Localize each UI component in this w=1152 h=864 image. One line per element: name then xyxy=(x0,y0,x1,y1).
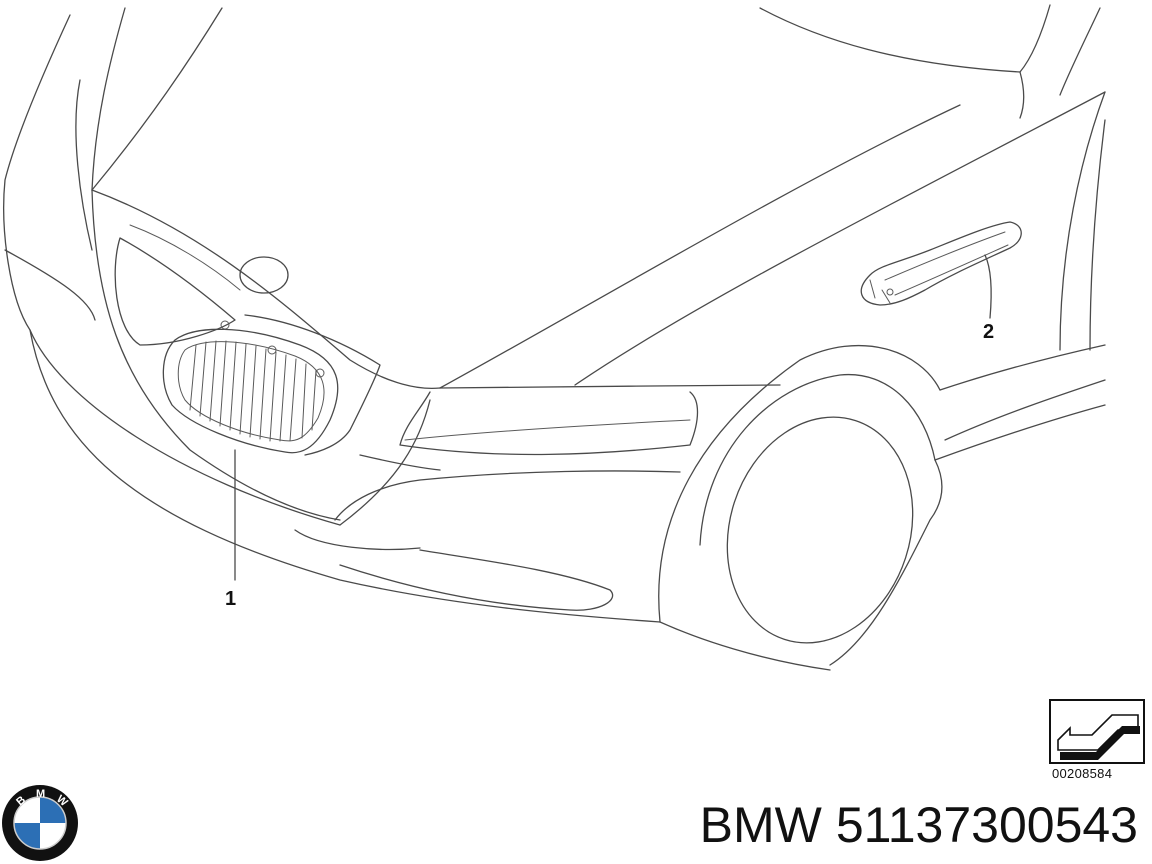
diagram-code: 00208584 xyxy=(1052,766,1113,781)
callout-label-1: 1 xyxy=(225,588,237,610)
car-body-outline xyxy=(3,4,1106,671)
part-number: 51137300543 xyxy=(835,797,1138,853)
brand-name: BMW xyxy=(699,797,822,853)
view-direction-arrow-icon xyxy=(1049,699,1145,764)
callout-label-2: 2 xyxy=(983,321,995,343)
bmw-logo-icon: B M W xyxy=(2,785,78,861)
side-marker-trim-part xyxy=(860,221,1022,306)
kidney-grille-part xyxy=(162,314,381,456)
svg-text:M: M xyxy=(36,788,45,800)
leader-line-2 xyxy=(984,254,992,319)
